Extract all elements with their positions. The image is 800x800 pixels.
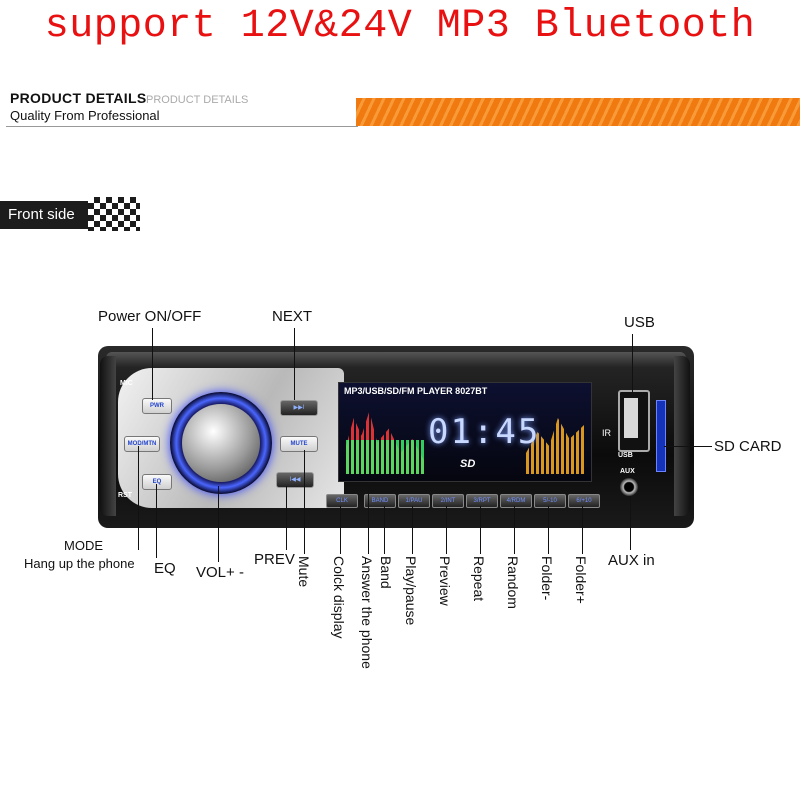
pointer-power	[152, 328, 153, 400]
pointer-aux-in	[630, 496, 631, 550]
display-title: MP3/USB/SD/FM PLAYER 8027BT	[344, 386, 488, 396]
callout-mute: Mute	[296, 556, 312, 588]
row-button-6: 6/+10	[568, 494, 600, 508]
pointer-play-pause	[412, 506, 413, 554]
row-button-band: BAND	[364, 494, 396, 508]
eq-button: EQ	[142, 474, 172, 490]
usb-port-inner	[624, 398, 638, 438]
aux-mark: AUX	[620, 468, 635, 475]
pointer-vol	[218, 486, 219, 562]
product-details-tagline: Quality From Professional	[10, 108, 160, 123]
pointer-band	[384, 506, 385, 554]
orange-stripe-band	[356, 98, 800, 126]
mic-label: MIC	[120, 380, 133, 387]
callout-power: Power ON/OFF	[98, 308, 202, 325]
callout-prev: PREV	[254, 551, 295, 568]
pointer-sd-card	[664, 446, 712, 447]
front-side-tab	[0, 201, 92, 229]
callout-sd-card: SD CARD	[714, 438, 782, 455]
pointer-prev	[286, 486, 287, 550]
callout-vol: VOL+ -	[196, 564, 244, 581]
pointer-preview	[446, 506, 447, 554]
callout-preview: Preview	[437, 556, 453, 606]
pointer-next	[294, 328, 295, 400]
row-button-4: 4/RDM	[500, 494, 532, 508]
callout-folder-minus: Folder-	[539, 556, 555, 601]
pointer-clock-display	[340, 506, 341, 554]
mod-button: MOD/MTN	[124, 436, 160, 452]
next-button: ▶▶I	[280, 400, 318, 416]
callout-mode: MODE	[64, 538, 103, 553]
callout-aux-in: AUX in	[608, 552, 655, 569]
pointer-folder-plus	[582, 506, 583, 554]
callout-clock-display: Colck display	[331, 556, 347, 639]
usb-mark: USB	[618, 452, 633, 459]
pointer-folder-minus	[548, 506, 549, 554]
callout-usb: USB	[624, 314, 655, 331]
car-stereo-left-end	[100, 356, 116, 516]
product-details-subtitle: PRODUCT DETAILS	[146, 94, 249, 106]
pointer-mode	[138, 446, 139, 550]
pointer-mute	[304, 450, 305, 554]
callout-play-pause: Play/pause	[403, 556, 419, 626]
pwr-button: PWR	[142, 398, 172, 414]
callout-next: NEXT	[272, 308, 313, 325]
pointer-repeat	[480, 506, 481, 554]
row-button-clk: CLK	[326, 494, 358, 508]
row-button-5: 5/-10	[534, 494, 566, 508]
header-divider	[6, 126, 358, 127]
callout-repeat: Repeat	[471, 556, 487, 602]
front-side-label: Front side	[8, 206, 75, 223]
rst-label: RST	[118, 492, 132, 499]
callout-hang-up: Hang up the phone	[24, 556, 135, 571]
checkered-flag-icon	[88, 197, 140, 231]
product-details-title: PRODUCT DETAILS	[10, 90, 147, 106]
car-stereo-right-end	[674, 356, 690, 516]
ir-label: IR	[602, 428, 611, 438]
display-clock: 01:45	[428, 412, 541, 452]
prev-button: I◀◀	[276, 472, 314, 488]
callout-eq: EQ	[154, 560, 176, 577]
row-button-1: 1/PAU	[398, 494, 430, 508]
callout-band: Band	[378, 556, 394, 589]
callout-random: Random	[505, 556, 521, 609]
volume-knob	[182, 404, 260, 482]
callout-answer: Answer the phone	[359, 556, 375, 669]
headline: support 12V&24V MP3 Bluetooth	[44, 4, 756, 49]
aux-jack	[620, 478, 638, 496]
row-button-3: 3/RPT	[466, 494, 498, 508]
pointer-usb	[632, 334, 633, 392]
car-stereo-top-edge	[106, 352, 686, 368]
spectrum-bars-left-lower	[346, 440, 424, 474]
row-button-2: 2/INT	[432, 494, 464, 508]
mute-button: MUTE	[280, 436, 318, 452]
pointer-random	[514, 506, 515, 554]
pointer-answer	[368, 484, 369, 554]
sd-card-slot	[656, 400, 666, 472]
pointer-eq	[156, 484, 157, 558]
sd-logo: SD	[460, 458, 476, 470]
callout-folder-plus: Folder+	[573, 556, 589, 604]
